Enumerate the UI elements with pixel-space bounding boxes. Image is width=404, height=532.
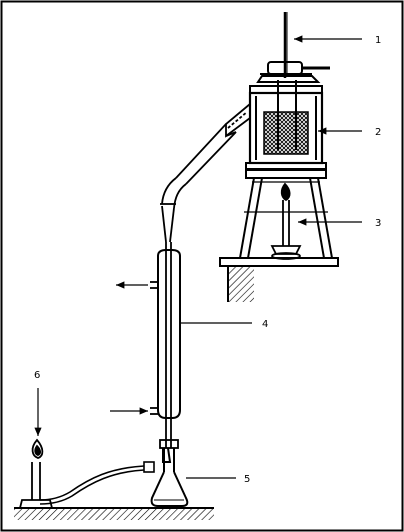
sample-block xyxy=(263,111,309,155)
outlet-tube xyxy=(160,103,251,243)
candle-burner xyxy=(270,182,302,260)
heating-vessel xyxy=(245,12,330,170)
receiving-flask xyxy=(150,447,189,507)
condenser xyxy=(150,242,181,449)
support-stand xyxy=(219,169,339,302)
label-4: 4 xyxy=(262,319,268,330)
gas-hose xyxy=(39,461,155,505)
ground-hatch xyxy=(14,508,214,520)
bunsen-burner xyxy=(18,438,54,509)
label-3: 3 xyxy=(375,218,381,229)
label-6: 6 xyxy=(34,370,40,381)
label-2: 2 xyxy=(375,127,381,138)
label-leaders xyxy=(34,35,362,479)
label-5: 5 xyxy=(244,474,250,485)
label-1: 1 xyxy=(375,35,381,46)
